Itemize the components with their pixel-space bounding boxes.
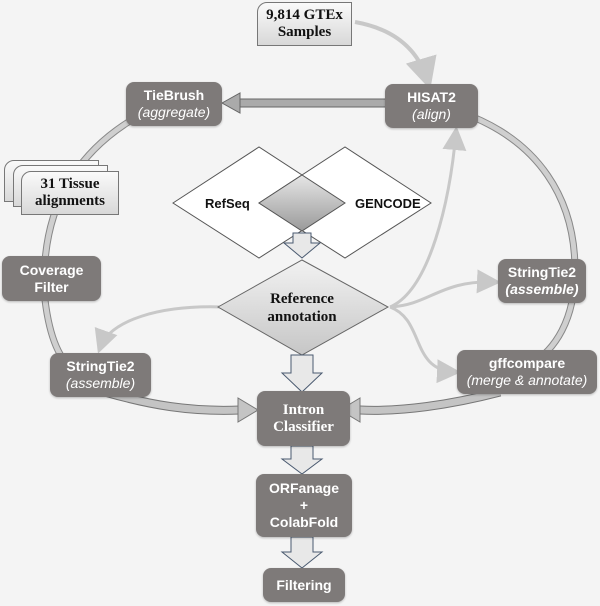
overlap-diamond <box>258 174 346 232</box>
arrow-samples-to-hisat2 <box>354 20 437 90</box>
gffcompare-title: gffcompare <box>488 355 566 371</box>
tiebrush-title: TieBrush <box>143 87 205 103</box>
coverage-subtitle: Filter <box>34 278 69 295</box>
arrow-reference-to-intron <box>280 354 324 393</box>
stringtie-right-node: StringTie2 (assemble) <box>498 259 586 303</box>
intron-subtitle: Classifier <box>273 418 334 435</box>
plus-sign: + <box>299 497 309 513</box>
reference-annotation-label: Reference annotation <box>252 290 352 326</box>
arrow-ref-to-hisat2 <box>389 126 467 309</box>
reference-line-1: Reference <box>270 291 334 307</box>
tissue-alignments-input: 31 Tissue alignments <box>21 171 119 215</box>
tiebrush-subtitle: (aggregate) <box>137 104 211 120</box>
arrow-ref-to-stringtie-left <box>94 305 223 354</box>
coverage-filter-node: Coverage Filter <box>2 256 101 301</box>
gtex-samples-input: 9,814 GTEx Samples <box>257 2 352 46</box>
arrow-overlap-to-reference <box>282 232 322 259</box>
intron-title: Intron <box>282 401 325 418</box>
arrow-ref-to-gffcompare <box>389 305 461 384</box>
arrow-ref-to-stringtie-right <box>389 269 501 309</box>
reference-diamond <box>216 259 390 356</box>
arrow-intron-to-orfanage <box>280 445 324 475</box>
refseq-label: RefSeq <box>205 196 250 211</box>
arrow-orfanage-to-filtering <box>280 536 324 569</box>
tissue-line-2: alignments <box>34 193 105 209</box>
hisat2-subtitle: (align) <box>412 106 451 122</box>
stringtie-right-title: StringTie2 <box>507 264 577 280</box>
gffcompare-node: gffcompare (merge & annotate) <box>457 350 597 394</box>
tiebrush-node: TieBrush (aggregate) <box>126 82 222 126</box>
orfanage-colabfold-node: ORFanage + ColabFold <box>256 474 352 537</box>
coverage-title: Coverage <box>19 261 84 278</box>
gffcompare-subtitle: (merge & annotate) <box>466 372 588 388</box>
filtering-title: Filtering <box>276 576 332 593</box>
tissue-line-1: 31 Tissue <box>40 176 100 192</box>
arrow-hisat2-to-tiebrush <box>220 92 387 114</box>
samples-line-2: Samples <box>277 24 332 40</box>
intron-classifier-node: Intron Classifier <box>257 391 350 446</box>
hisat2-title: HISAT2 <box>407 89 456 105</box>
stringtie-left-title: StringTie2 <box>66 358 135 374</box>
hisat2-node: HISAT2 (align) <box>385 84 478 128</box>
orfanage-title: ORFanage <box>268 480 339 496</box>
annotation-diamonds <box>172 146 432 356</box>
stringtie-right-subtitle: (assemble) <box>505 281 579 297</box>
gencode-label: GENCODE <box>355 196 421 211</box>
reference-line-2: annotation <box>267 309 337 325</box>
samples-line-1: 9,814 GTEx <box>266 7 343 23</box>
filtering-node: Filtering <box>263 568 345 602</box>
stringtie-left-subtitle: (assemble) <box>65 375 136 391</box>
arrow-gffcompare-to-intron <box>339 387 502 423</box>
stringtie-left-node: StringTie2 (assemble) <box>50 353 151 397</box>
colabfold-title: ColabFold <box>269 514 339 530</box>
